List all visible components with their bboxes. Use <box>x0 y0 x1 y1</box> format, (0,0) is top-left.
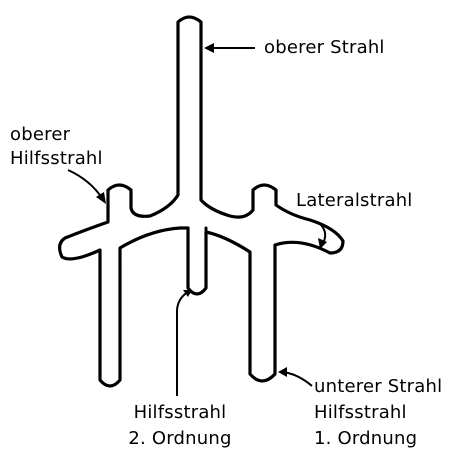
label-hilfsstrahl-2-line2: 2. Ordnung <box>122 428 238 450</box>
arrow-oberer-strahl <box>204 43 255 53</box>
arrow-unterer-strahl <box>278 367 312 386</box>
label-hilfsstrahl-1-line2: 1. Ordnung <box>314 428 417 450</box>
label-hilfsstrahl-2-line1: Hilfsstrahl <box>122 402 238 424</box>
secondary-ray-top <box>188 228 206 234</box>
label-hilfsstrahl-1-line1: Hilfsstrahl <box>314 402 407 424</box>
label-oberer-hilfsstrahl-line1: oberer <box>10 124 70 146</box>
arrow-oberer-hilfsstrahl <box>68 170 106 204</box>
arrow-hilfsstrahl-2 <box>177 290 192 396</box>
label-oberer-hilfsstrahl-line2: Hilfsstrahl <box>10 148 103 170</box>
label-oberer-strahl: oberer Strahl <box>264 37 385 59</box>
label-unterer-strahl: unterer Strahl <box>314 376 442 398</box>
label-lateralstrahl: Lateralstrahl <box>296 190 413 212</box>
